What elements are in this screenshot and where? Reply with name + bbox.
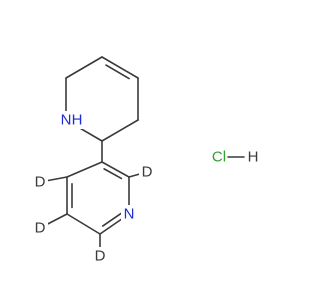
bond-inner-c_alkene_top-c_alkene_right [105,64,130,80]
molecule-diagram: N H N D D D D Cl H [32,56,259,265]
atom-deuterium-2: D [142,164,153,181]
bond-c_pyr_left_up-c_pyr_top [66,161,103,178]
atom-label-layer: N H N D D D D Cl H [32,111,258,265]
bond-c_pyr_bottom-c_pyr_left_low [66,213,101,235]
bond-inner-n_pyr-c_pyr_bottom [101,212,123,227]
bond-c_pyr_top-c_pyr_right [101,161,130,178]
atom-nitrogen-piperideine: N [61,112,72,129]
bond-inner-c_pyr_top-c_pyr_right [103,168,123,180]
atom-deuterium-6: D [95,248,106,265]
atom-deuterium-5: D [35,220,46,237]
bond-c_ch2-c_chiral [101,119,139,142]
atom-hydrogen-on-nitrogen: H [72,112,83,129]
atom-chlorine: Cl [212,149,226,166]
bond-c_nh_top-c_alkene_top [65,56,103,79]
bond-c_alkene_top-c_alkene_right [101,56,139,79]
atom-hydrogen-salt: H [248,149,259,166]
atom-deuterium-4: D [35,174,46,191]
atom-nitrogen-pyridine: N [124,206,135,223]
